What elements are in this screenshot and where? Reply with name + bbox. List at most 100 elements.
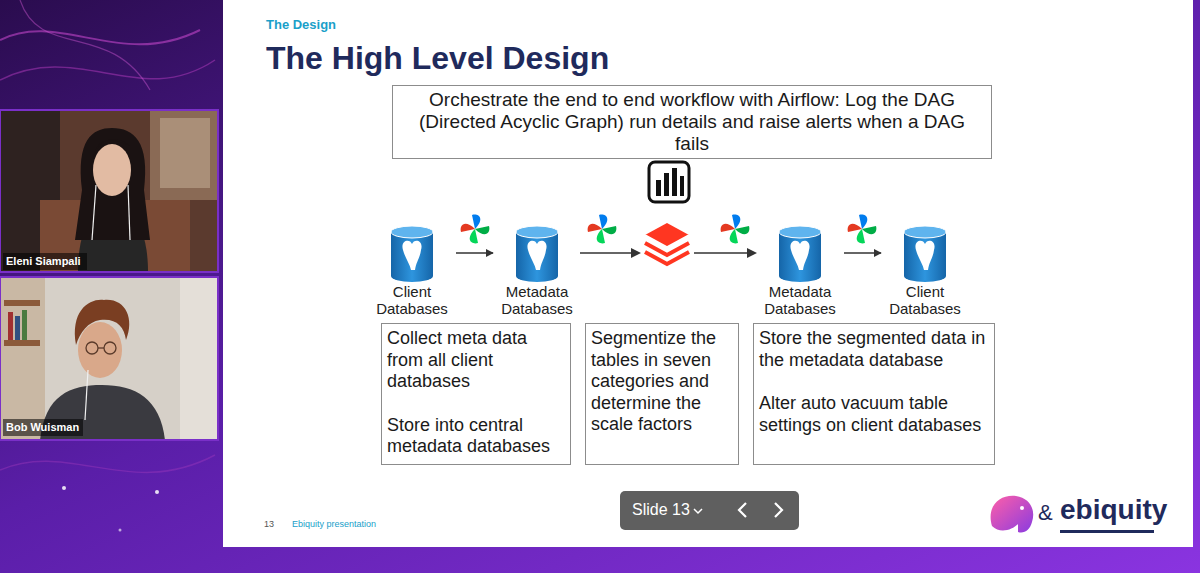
slide-control [694, 509, 702, 513]
airflow-icon [859, 215, 867, 229]
airflow-icon [461, 224, 475, 232]
video-tile [104, 342, 116, 354]
databricks-icon [645, 235, 689, 247]
power-bi-icon [656, 180, 661, 196]
postgres-db-icon [904, 232, 946, 282]
postgres-db-icon [904, 226, 946, 282]
airflow-icon [862, 226, 876, 234]
node-text: Metadata Databases [758, 284, 842, 317]
video-tile [0, 277, 45, 440]
video-tile [93, 144, 131, 196]
airflow-icon [599, 215, 607, 229]
postgres-db-icon [391, 226, 433, 238]
node-text: Store the segmented data in the metadata… [759, 328, 989, 371]
logo [991, 496, 1034, 533]
background [119, 529, 122, 532]
airflow-icon [475, 226, 489, 234]
video-tile [160, 118, 210, 188]
node-text: Store into central metadata databases [387, 415, 565, 458]
postgres-db-icon [779, 232, 821, 282]
airflow-icon [730, 229, 738, 243]
video-tile [0, 110, 218, 272]
postgres-db-icon [904, 226, 946, 238]
slide [223, 0, 1193, 547]
node-text: Metadata Databases [495, 284, 579, 317]
postgres-db-icon [527, 241, 546, 270]
logo-wordmark: ebiquity [1060, 494, 1167, 526]
video-tile [22, 310, 27, 340]
slide [223, 0, 1193, 547]
background [0, 60, 215, 80]
node-text: Alter auto vacuum table settings on clie… [759, 393, 989, 436]
node-text: Client Databases [883, 284, 967, 317]
slide-control [775, 503, 782, 517]
airflow-icon [732, 215, 740, 229]
video-tile [128, 185, 130, 240]
power-bi-icon [664, 173, 669, 196]
airflow-icon [597, 229, 605, 243]
video-tile [98, 347, 104, 348]
logo-ampersand: & [1038, 500, 1053, 526]
postgres-db-icon [779, 226, 821, 282]
logo [1060, 530, 1154, 533]
databricks-icon [645, 252, 689, 264]
flow-arrow [631, 248, 641, 258]
postgres-db-icon [402, 241, 421, 270]
video-tile [0, 110, 218, 272]
postgres-db-icon [779, 226, 821, 238]
video-tile [3, 419, 83, 436]
video-tile [85, 370, 88, 420]
power-bi-icon [672, 168, 677, 196]
airflow-icon [461, 215, 490, 244]
flow-arrow [747, 248, 757, 258]
postgres-db-icon [391, 226, 433, 282]
node-text: Segmentize the tables in seven categorie… [591, 328, 733, 436]
video-tile [0, 277, 218, 440]
power-bi-icon [680, 176, 684, 196]
background [155, 490, 159, 494]
video-tile [0, 110, 218, 272]
slide-title: The High Level Design [266, 40, 609, 77]
power-bi-icon [649, 162, 689, 202]
postgres-db-icon [516, 226, 558, 238]
video-tile [86, 342, 98, 354]
video-tile [93, 139, 130, 160]
video-tile [150, 110, 218, 200]
power-bi-icon [649, 162, 689, 202]
flow-arrow [580, 248, 757, 258]
airflow-icon [602, 226, 616, 234]
section-label: The Design [266, 17, 336, 32]
flow-arrow [456, 252, 493, 254]
slide-control [739, 503, 746, 517]
airflow-icon [721, 215, 750, 244]
video-tile [75, 128, 150, 240]
video-tile [180, 277, 218, 440]
database-node: Client Databases [370, 222, 454, 317]
step-box: Segmentize the tables in seven categorie… [585, 323, 739, 465]
airflow-icon [857, 229, 865, 243]
step-box: Store the segmented data in the metadata… [753, 323, 995, 465]
flow-arrow [694, 252, 749, 254]
airflow-icon [472, 215, 480, 229]
postgres-db-icon [516, 232, 558, 282]
video-tile [75, 300, 129, 345]
video-tile [78, 322, 122, 378]
video-tile [4, 340, 40, 346]
postgres-db-icon [915, 241, 934, 270]
footer-text: Ebiquity presentation [292, 519, 376, 529]
step-box: Collect meta data from all client databa… [381, 323, 571, 465]
databricks-icon [645, 243, 689, 255]
postgres-db-icon [391, 232, 433, 282]
node-text: Orchestrate the end to end workflow with… [401, 89, 983, 155]
airflow-icon [588, 215, 617, 244]
participant-name: Bob Wuisman [6, 421, 79, 433]
page-number: 13 [264, 519, 274, 529]
flow-arrow [580, 252, 633, 254]
background [20, 0, 150, 90]
slide-control [620, 491, 799, 530]
node-text: Collect meta data from all client databa… [387, 328, 565, 393]
databricks-icon [645, 223, 689, 247]
